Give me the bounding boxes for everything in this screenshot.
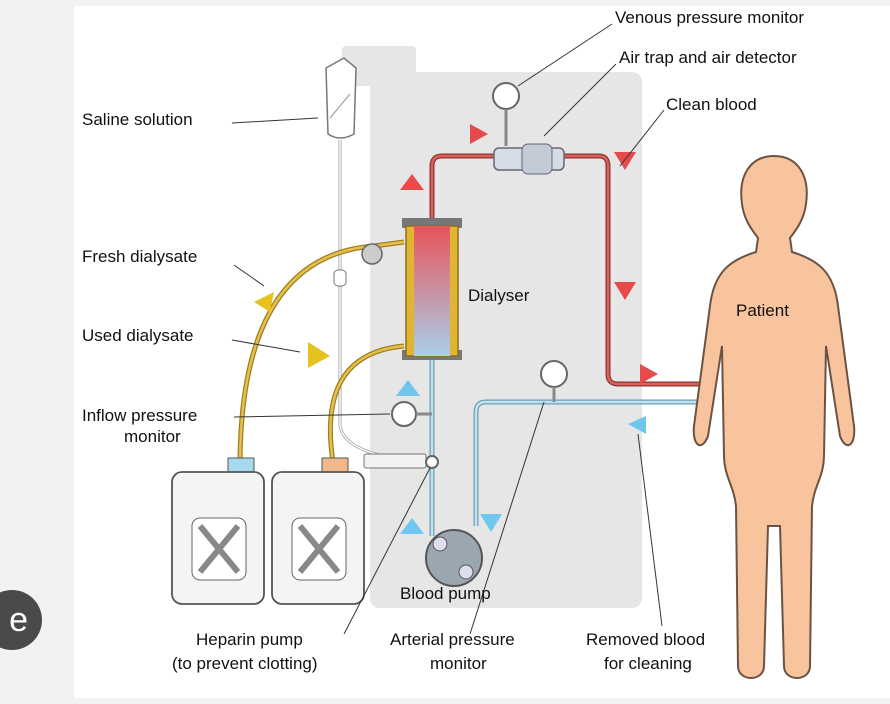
- arrow-red-2: [470, 124, 488, 144]
- arrow-red-1: [400, 174, 424, 190]
- arterial-pressure-monitor: [540, 360, 568, 402]
- label-venous-pressure-monitor: Venous pressure monitor: [615, 8, 804, 27]
- diagram-canvas: Venous pressure monitor Air trap and air…: [74, 6, 890, 698]
- label-used-dialysate: Used dialysate: [82, 326, 194, 345]
- arrow-red-3: [614, 152, 636, 170]
- label-for-cleaning: for cleaning: [604, 654, 692, 673]
- label-inflow-monitor: monitor: [124, 427, 181, 446]
- heparin-pump: [363, 453, 439, 469]
- machine-panel: [370, 72, 642, 608]
- label-air-trap: Air trap and air detector: [619, 48, 797, 67]
- machine-top: [342, 46, 416, 86]
- label-saline-solution: Saline solution: [82, 110, 193, 129]
- arrow-blue-1: [396, 380, 420, 396]
- fresh-dialysate-canister: [171, 457, 265, 605]
- leader-lines: [231, 23, 665, 635]
- air-trap-detector: [493, 143, 565, 175]
- arrow-blue-2: [400, 518, 424, 534]
- used-dialysate-canister: [271, 457, 365, 605]
- label-arterial-pressure: Arterial pressure: [390, 630, 515, 649]
- label-blood-pump: Blood pump: [400, 584, 491, 603]
- arrow-red-5: [640, 364, 658, 384]
- label-patient: Patient: [736, 301, 789, 320]
- patient-silhouette: [692, 154, 856, 679]
- label-fresh-dialysate: Fresh dialysate: [82, 247, 198, 266]
- arrow-blue-3: [480, 514, 502, 532]
- hemodialysis-diagram: [171, 23, 856, 679]
- label-arterial-monitor: monitor: [430, 654, 487, 673]
- label-removed-blood: Removed blood: [586, 630, 706, 649]
- dialyser: [361, 218, 462, 360]
- label-clean-blood: Clean blood: [666, 95, 757, 114]
- arrow-yellow-1: [254, 292, 274, 312]
- arrow-yellow-2: [308, 342, 330, 368]
- venous-pressure-monitor: [492, 82, 520, 146]
- inflow-pressure-monitor: [391, 401, 432, 427]
- label-inflow-pressure: Inflow pressure: [82, 406, 198, 425]
- floating-action-button[interactable]: e: [0, 590, 42, 650]
- arrow-blue-4: [628, 416, 646, 434]
- arrow-red-4: [614, 282, 636, 300]
- label-heparin-pump: Heparin pump: [196, 630, 303, 649]
- label-heparin-note: (to prevent clotting): [172, 654, 318, 673]
- label-dialyser: Dialyser: [468, 286, 530, 305]
- blood-pump: [425, 529, 483, 587]
